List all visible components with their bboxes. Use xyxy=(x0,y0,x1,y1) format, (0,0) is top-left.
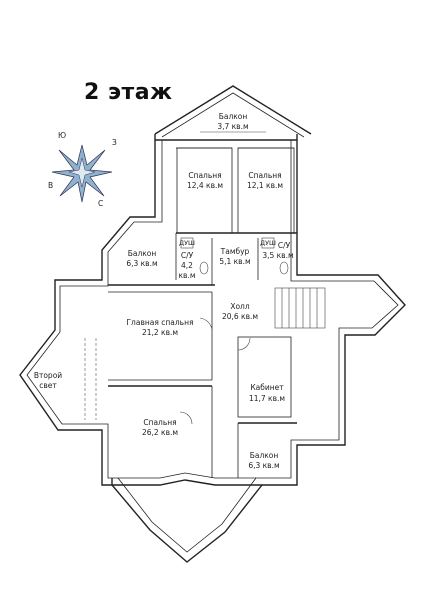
hall-name: Холл xyxy=(230,302,250,311)
bedroom-big-area: 26,2 кв.м xyxy=(142,428,178,437)
floor-title: 2 этаж xyxy=(84,80,173,105)
compass-letter-south: Ю xyxy=(58,131,66,140)
shower-right: ДУШ xyxy=(260,239,276,247)
balcony-bottom-name: Балкон xyxy=(250,451,279,460)
interior-walls xyxy=(84,131,326,478)
outer-walls xyxy=(19,85,406,563)
balcony-left-name: Балкон xyxy=(128,249,157,258)
bedroom-b-area: 12,1 кв.м xyxy=(247,181,283,190)
bedroom-big-name: Спальня xyxy=(143,418,176,427)
staircase xyxy=(274,287,326,329)
compass-letter-east: В xyxy=(48,181,53,190)
vestibule-name: Тамбур xyxy=(220,247,250,256)
balcony-left-area: 6,3 кв.м xyxy=(126,259,157,268)
balcony-top-name: Балкон xyxy=(219,112,248,121)
bath-right-name: С/У xyxy=(278,241,291,250)
shower-left: ДУШ xyxy=(179,239,195,247)
bedroom-a-name: Спальня xyxy=(188,171,221,180)
master-bedroom-name: Главная спальня xyxy=(126,318,193,327)
balcony-bottom-area: 6,3 кв.м xyxy=(248,461,279,470)
master-bedroom-area: 21,2 кв.м xyxy=(142,328,178,337)
second-light-line2: свет xyxy=(39,381,57,390)
hall-area: 20,6 кв.м xyxy=(222,312,258,321)
bedroom-a-area: 12,4 кв.м xyxy=(187,181,223,190)
compass-letter-west: З xyxy=(112,138,117,147)
bedroom-b-name: Спальня xyxy=(248,171,281,180)
vestibule-area: 5,1 кв.м xyxy=(219,257,250,266)
study-name: Кабинет xyxy=(250,383,284,392)
bath-left-name: С/У xyxy=(181,251,194,260)
second-light-line1: Второй xyxy=(34,371,62,380)
bath-left-area: 4,2 xyxy=(181,261,193,270)
compass-rose-icon: Ю З В С xyxy=(48,131,117,208)
study-area: 11,7 кв.м xyxy=(249,394,285,403)
balcony-top-area: 3,7 кв.м xyxy=(217,122,248,131)
compass-letter-north: С xyxy=(98,199,103,208)
bath-left-unit: кв.м xyxy=(179,271,196,280)
bath-right-area: 3,5 кв.м xyxy=(262,251,293,260)
